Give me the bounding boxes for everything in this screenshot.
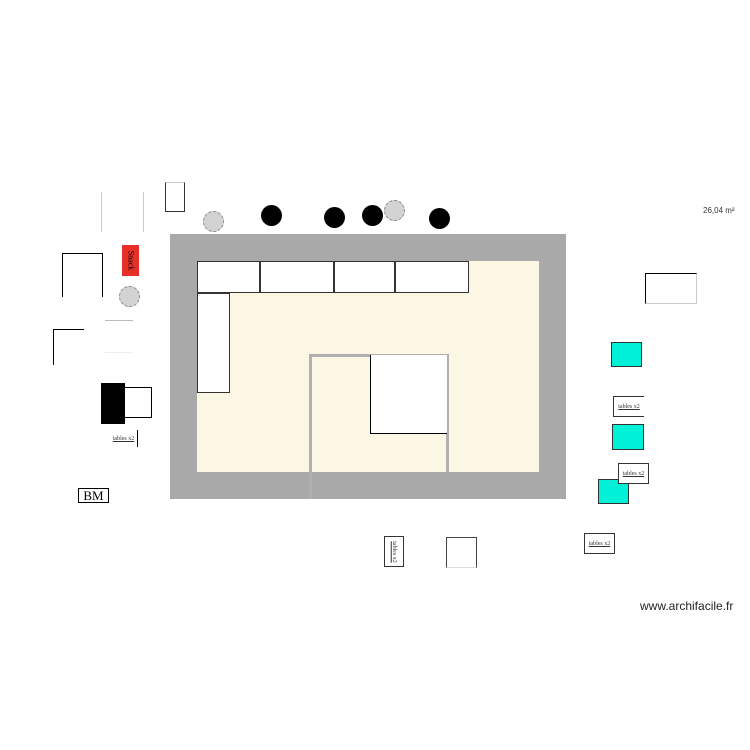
snack-sign[interactable]: Snack (122, 245, 139, 276)
watermark: www.archifacile.fr (640, 599, 734, 613)
small-label-text: tables x2 (391, 540, 397, 563)
bracket (53, 329, 84, 365)
cyan-block[interactable] (612, 424, 644, 450)
room-floor (197, 261, 539, 472)
stool[interactable] (261, 205, 282, 226)
island[interactable] (370, 355, 447, 434)
small-label[interactable]: tables x2 (618, 463, 649, 484)
partition-wall (446, 354, 449, 472)
counter[interactable] (197, 261, 260, 293)
stool[interactable] (203, 211, 224, 232)
box[interactable] (124, 387, 152, 418)
small-label[interactable]: tables x2 (110, 430, 138, 447)
counter-left[interactable] (197, 293, 230, 393)
line (101, 192, 102, 232)
small-label-text: tables x2 (618, 403, 640, 410)
stool[interactable] (119, 286, 140, 307)
small-label-text: tables x2 (622, 470, 645, 477)
small-label-text: tables x2 (112, 435, 135, 442)
stool[interactable] (324, 207, 345, 228)
small-label[interactable]: tables x2 (613, 396, 644, 417)
stool[interactable] (362, 205, 383, 226)
cyan-block[interactable] (611, 342, 642, 367)
bm-label[interactable]: BM (78, 488, 109, 503)
box[interactable] (645, 273, 697, 304)
black-block[interactable] (101, 383, 125, 424)
bracket (62, 253, 103, 297)
small-label-vertical[interactable]: tables x2 (384, 536, 404, 567)
counter[interactable] (395, 261, 469, 293)
small-label[interactable]: tables x2 (584, 533, 615, 554)
box (105, 320, 133, 353)
snack-label: Snack (126, 250, 135, 271)
counter[interactable] (334, 261, 395, 293)
area-label: 26,04 m² (703, 206, 735, 215)
stool[interactable] (384, 200, 405, 221)
small-label-text: tables x2 (588, 540, 611, 547)
partition-wall (309, 354, 312, 499)
line (143, 192, 144, 232)
box[interactable] (446, 537, 477, 568)
stool[interactable] (429, 208, 450, 229)
box[interactable] (165, 182, 185, 212)
counter[interactable] (260, 261, 334, 293)
